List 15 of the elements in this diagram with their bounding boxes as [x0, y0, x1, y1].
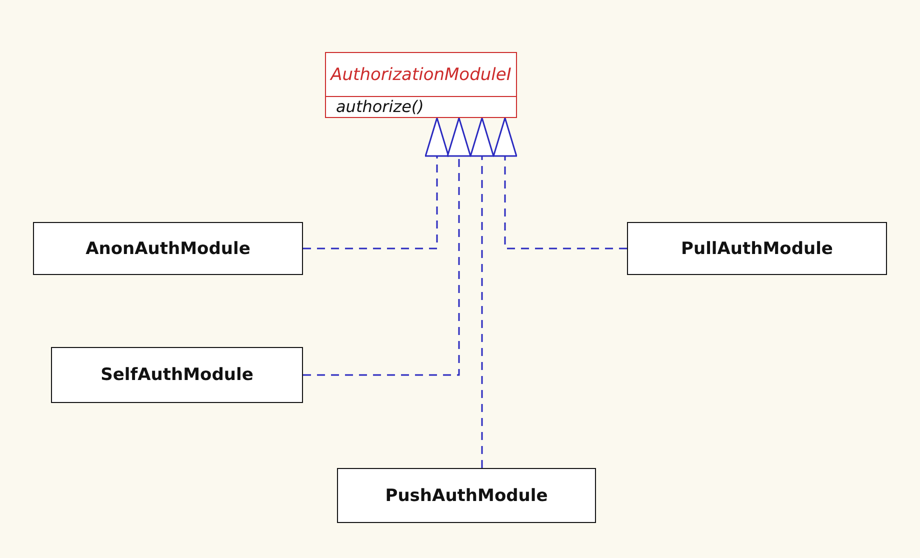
- interface-name: AuthorizationModuleI: [326, 54, 516, 96]
- realization-arrow: [470, 117, 494, 468]
- class-name: PullAuthModule: [681, 238, 833, 258]
- class-name: AnonAuthModule: [86, 238, 250, 258]
- class-box: [33, 222, 303, 275]
- method-name: authorize(): [335, 96, 425, 116]
- class-box: [51, 347, 303, 403]
- class-name: PushAuthModule: [385, 486, 548, 506]
- interface-box: [325, 52, 517, 118]
- class-box: [337, 468, 596, 523]
- realization-arrow: [492, 117, 627, 250]
- realization-arrow: [303, 117, 450, 250]
- class-box: [627, 222, 887, 275]
- class-name: SelfAuthModule: [100, 365, 254, 385]
- realization-arrow: [303, 117, 472, 376]
